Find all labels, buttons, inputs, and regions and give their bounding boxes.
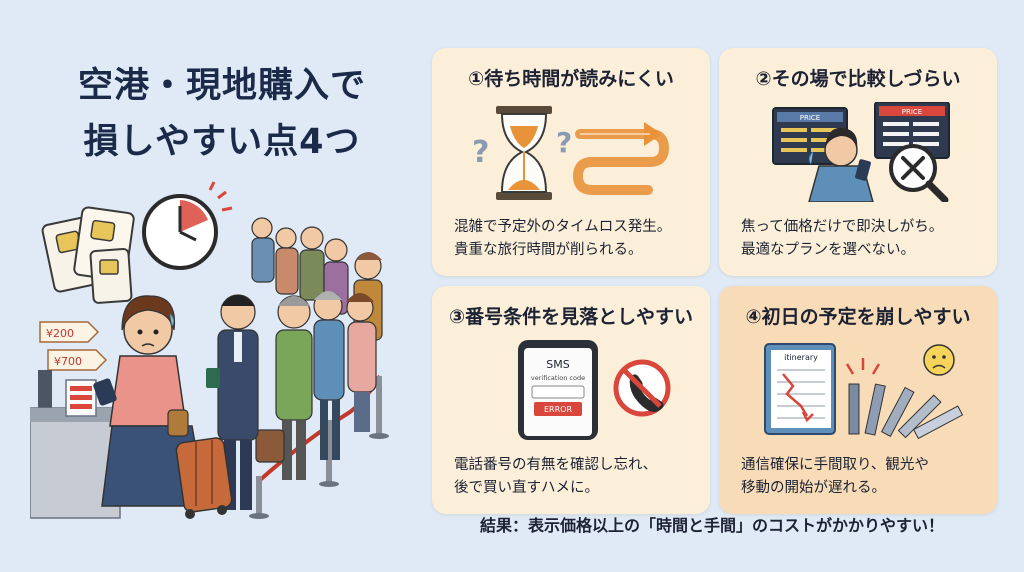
card-first-day-plans: ④初日の予定を崩しやすい itinerary [719,286,997,514]
queue-people [206,217,383,510]
magnifier-cross-icon [889,144,949,202]
card-2-heading: ②その場で比較しづらい [755,68,961,90]
card-4-illustration: itinerary [764,343,964,440]
itinerary-book-icon: itinerary [764,343,836,435]
card-4-desc-line-2: 移動の開始が遅れる。 [741,480,886,496]
card-hard-to-compare: ②その場で比較しづらい PRICE PRICE [719,48,997,276]
card-1-heading: ①待ち時間が読みにくい [468,68,674,90]
card-2-desc-line-2: 最適なプランを選べない。 [741,242,915,258]
card-3-illustration: SMS verification code ERROR [518,340,671,440]
card-3-desc-line-2: 後で買い直すハメに。 [454,480,599,496]
falling-dominoes-icon [848,383,964,440]
page-title: 空港・現地購入で 損しやすい点4つ [42,58,402,170]
sim-counter [30,370,121,519]
alert-lines-icon [845,358,881,375]
worried-face-icon [923,344,955,376]
card-1-desc-line-2: 貴重な旅行時間が削られる。 [454,242,643,258]
phone-code-label: verification code [531,374,585,382]
clock-icon [142,181,233,270]
airport-queue-illustration: ¥200 ¥700 [30,181,389,519]
card-3-heading: ③番号条件を見落としやすい [449,306,693,328]
card-number-conditions: ③番号条件を見落としやすい SMS verification code ERRO… [432,286,710,514]
price-tag-2-text: ¥700 [54,355,82,368]
price-board-2-label: PRICE [902,108,922,116]
card-1-desc-line-1: 混雑で予定外のタイムロス発生。 [454,219,672,235]
phone-sms-label: SMS [546,358,569,371]
title-line-1: 空港・現地購入で [77,66,366,106]
svg-text:?: ? [472,135,489,170]
hourglass-icon [496,106,552,200]
sim-cards-icon [41,206,135,304]
smartphone-icon: SMS verification code ERROR [518,340,598,440]
itinerary-label: itinerary [784,353,818,362]
card-waiting-time: ①待ち時間が読みにくい ? ? 混雑で予定外のタイムロス発生。 貴重な旅行時間が… [432,48,710,276]
price-tag-icon: ¥200 ¥700 [39,321,108,371]
phone-error-label: ERROR [544,405,572,414]
confused-person [808,127,874,202]
card-2-desc-line-1: 焦って価格だけで即決しがち。 [741,219,944,235]
card-4-desc-line-1: 通信確保に手間取り、観光や [741,457,929,473]
card-3-desc-line-1: 電話番号の有無を確認し忘れ、 [454,457,658,473]
result-summary: 結果：表示価格以上の「時間と手間」のコストがかかりやすい！ [479,516,944,535]
card-4-heading: ④初日の予定を崩しやすい [745,306,971,328]
winding-arrow-icon [572,122,670,195]
no-call-icon [613,359,671,417]
price-tag-1-text: ¥200 [46,327,74,340]
question-mark-icon: ? ? [472,126,572,170]
svg-text:?: ? [556,126,572,159]
title-line-2: 損しやすい点4つ [83,122,361,162]
card-1-illustration: ? ? [472,106,670,200]
card-2-illustration: PRICE PRICE [772,102,950,202]
price-board-1-label: PRICE [800,114,820,122]
stressed-traveler [93,295,233,519]
